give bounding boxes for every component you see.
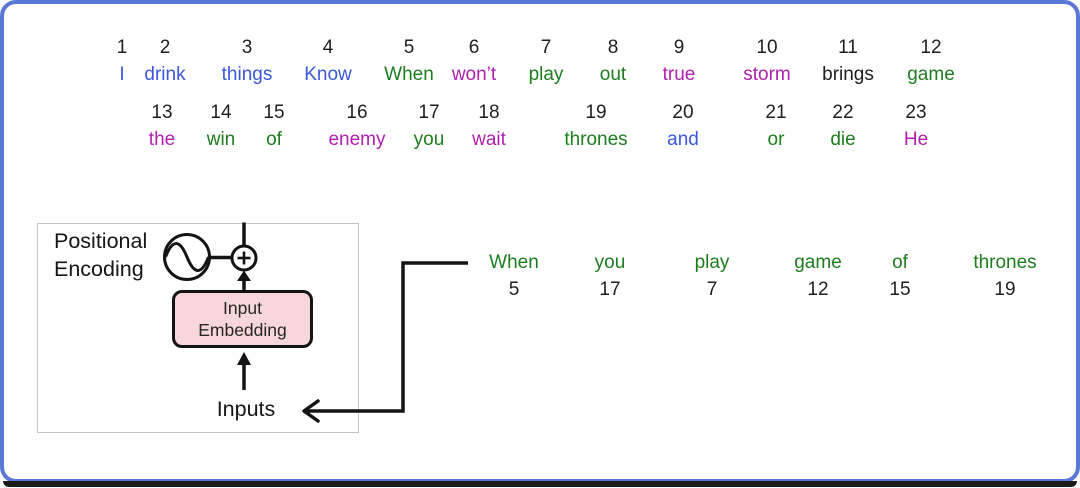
sentence-word: thrones — [973, 252, 1037, 273]
token-word: or — [767, 129, 785, 150]
vocab-token: 11 brings — [822, 34, 874, 88]
token-word: When — [384, 64, 434, 85]
token-index: 23 — [905, 102, 927, 123]
token-word: enemy — [328, 129, 386, 150]
token-word: die — [830, 129, 856, 150]
token-word: storm — [743, 64, 791, 85]
sentence-token: When 5 — [489, 249, 539, 303]
token-word: of — [266, 129, 282, 150]
token-word: things — [221, 64, 273, 85]
input-embedding-label-line2: Embedding — [198, 320, 287, 340]
token-index: 20 — [672, 102, 694, 123]
token-index: 15 — [263, 102, 285, 123]
vocab-token: 21 or — [765, 99, 786, 153]
token-index: 18 — [478, 102, 500, 123]
token-index: 6 — [468, 37, 480, 58]
token-index: 1 — [116, 37, 128, 58]
sentence-token-index: 7 — [706, 279, 718, 300]
vocab-token: 9 true — [663, 34, 696, 88]
positional-encoding-label-line2: Encoding — [54, 256, 144, 281]
positional-encoding-label: Positional Encoding — [54, 228, 147, 283]
token-word: I — [119, 64, 125, 85]
sentence-token: thrones 19 — [973, 249, 1036, 303]
inputs-label: Inputs — [216, 397, 276, 421]
token-index: 7 — [540, 37, 552, 58]
sentence-token-index: 5 — [508, 279, 520, 300]
token-index: 21 — [765, 102, 787, 123]
vocab-token: 2 drink — [144, 34, 185, 88]
sentence-token: you 17 — [595, 249, 626, 303]
sentence-row: When 5 you 17 play 7 game 12 of 15 thron… — [0, 249, 1080, 305]
token-word: Know — [304, 64, 352, 85]
token-index: 22 — [832, 102, 854, 123]
vocab-token: 18 wait — [472, 99, 506, 153]
vocab-token: 23 He — [904, 99, 928, 153]
token-index: 14 — [210, 102, 232, 123]
sentence-token-index: 15 — [889, 279, 911, 300]
token-word: out — [599, 64, 627, 85]
token-index: 11 — [838, 37, 858, 58]
sentence-word: you — [594, 252, 626, 273]
input-embedding-label-line1: Input — [223, 297, 262, 318]
vocab-token: 20 and — [667, 99, 699, 153]
token-word: wait — [472, 129, 506, 150]
sentence-token: play 7 — [695, 249, 730, 303]
token-index: 19 — [585, 102, 607, 123]
token-index: 16 — [346, 102, 368, 123]
vocab-token: 14 win — [207, 99, 236, 153]
vocab-token: 5 When — [384, 34, 434, 88]
token-index: 4 — [322, 37, 334, 58]
token-index: 17 — [418, 102, 440, 123]
token-index: 8 — [607, 37, 619, 58]
token-word: play — [528, 64, 564, 85]
vocab-token: 13 the — [149, 99, 175, 153]
vocab-row-1: 1 I 2 drink 3 things 4 Know 5 When 6 won… — [0, 34, 1080, 90]
positional-encoding-label-line1: Positional — [54, 229, 148, 253]
sentence-token: of 15 — [889, 249, 910, 303]
vocab-token: 8 out — [600, 34, 626, 88]
token-word: drink — [144, 64, 186, 85]
sentence-token-index: 12 — [807, 279, 829, 300]
token-word: won’t — [451, 64, 497, 85]
vocab-token: 6 won’t — [452, 34, 496, 88]
vocab-token: 16 enemy — [328, 99, 385, 153]
vocab-token: 7 play — [529, 34, 564, 88]
frame-bottom-shadow — [3, 481, 1077, 487]
sentence-word: game — [794, 252, 842, 273]
token-word: He — [903, 129, 929, 150]
sentence-word: When — [489, 252, 539, 273]
token-index: 5 — [403, 37, 415, 58]
token-index: 2 — [159, 37, 171, 58]
token-index: 12 — [920, 37, 942, 58]
vocab-token: 15 of — [263, 99, 284, 153]
vocab-token: 17 you — [414, 99, 445, 153]
vocab-token: 12 game — [907, 34, 955, 88]
token-index: 13 — [151, 102, 173, 123]
sentence-token: game 12 — [794, 249, 842, 303]
vocab-token: 19 thrones — [564, 99, 627, 153]
vocab-row-2: 13 the 14 win 15 of 16 enemy 17 you 18 w… — [0, 99, 1080, 155]
vocab-token: 22 die — [830, 99, 855, 153]
vocab-token: 10 storm — [743, 34, 791, 88]
vocab-token: 1 I — [117, 34, 128, 88]
token-word: the — [148, 129, 176, 150]
sentence-word: play — [694, 252, 730, 273]
sentence-token-index: 19 — [994, 279, 1016, 300]
vocab-token: 4 Know — [304, 34, 352, 88]
token-word: true — [662, 64, 696, 85]
sentence-word: of — [892, 252, 908, 273]
token-word: game — [907, 64, 955, 85]
token-word: win — [206, 129, 236, 150]
token-word: you — [413, 129, 445, 150]
token-index: 10 — [756, 37, 778, 58]
token-word: brings — [822, 64, 874, 85]
sentence-token-index: 17 — [599, 279, 621, 300]
vocab-token: 3 things — [222, 34, 273, 88]
token-word: thrones — [564, 129, 628, 150]
token-index: 9 — [673, 37, 685, 58]
token-word: and — [667, 129, 699, 150]
token-index: 3 — [241, 37, 253, 58]
